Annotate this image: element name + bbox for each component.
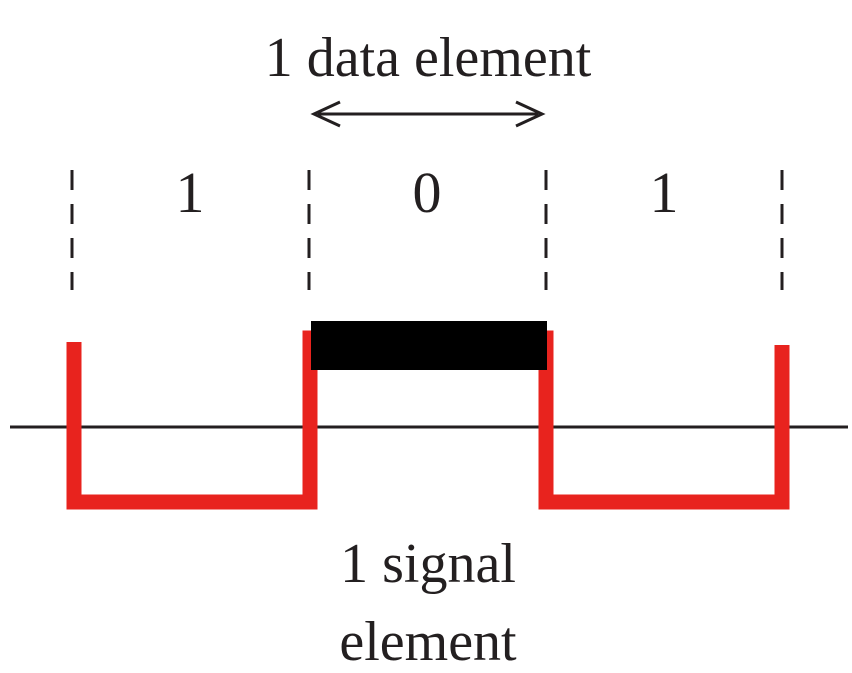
bit-label: 0 (413, 160, 442, 225)
bit-label: 1 (176, 160, 205, 225)
signal-element-bar (311, 321, 547, 370)
bit-label: 1 (650, 160, 679, 225)
data-element-label: 1 data element (265, 27, 592, 89)
signal-element-label-line2: element (339, 611, 517, 673)
signal-element-label-line1: 1 signal (340, 533, 516, 595)
bit-boundaries (70, 170, 784, 290)
data-element-arrow (310, 100, 546, 128)
